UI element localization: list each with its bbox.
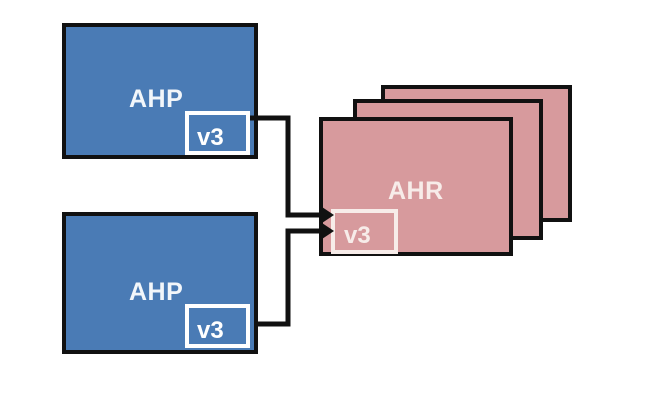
ahr-version-label: v3 <box>344 222 371 249</box>
ahp-bottom-version-box: v3 <box>185 304 250 348</box>
ahp-bottom-version-label: v3 <box>197 317 224 344</box>
connector-line-bottom <box>258 228 322 327</box>
ahp-box-top: AHP v3 <box>62 23 258 159</box>
connector-line-top <box>250 115 322 218</box>
ahp-top-version-label: v3 <box>197 124 224 151</box>
ahr-box-front: AHR v3 <box>319 117 513 256</box>
ahp-top-label: AHP <box>129 85 184 113</box>
ahp-box-bottom: AHP v3 <box>62 212 258 354</box>
ahp-top-version-box: v3 <box>185 111 250 155</box>
ahp-bottom-label: AHP <box>129 278 184 306</box>
ahr-version-box: v3 <box>331 209 398 254</box>
ahr-label: AHR <box>388 177 444 205</box>
